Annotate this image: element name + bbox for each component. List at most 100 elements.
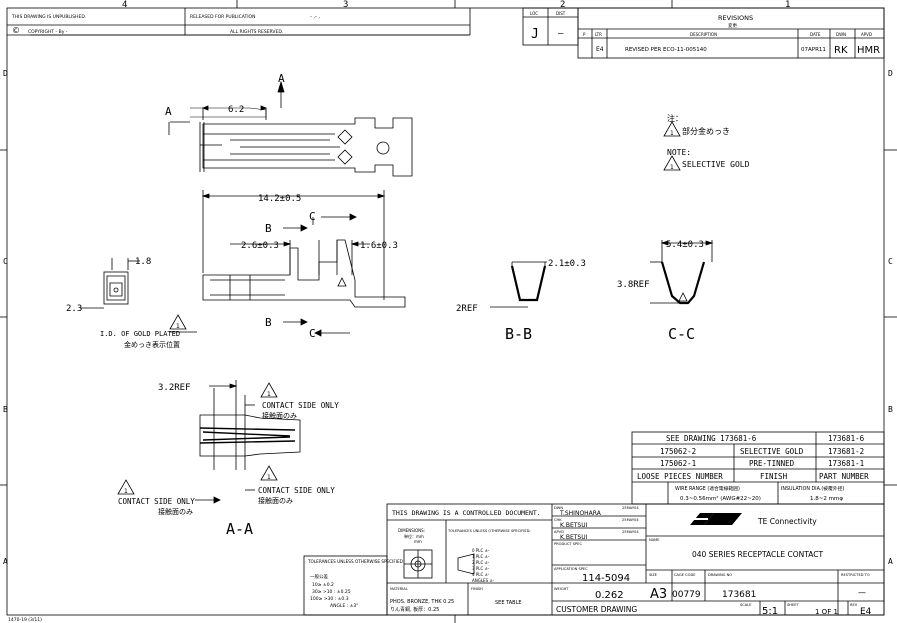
dwgno-value: 173681 [722,590,756,600]
note-cn-head: 注： [667,113,683,123]
revisions-title: REVISIONS [718,14,753,22]
part-name: 040 SERIES RECEPTACLE CONTACT [692,550,823,559]
apvd-label: APVD [554,530,564,534]
contact-side-3-cn: 接触面のみ [158,507,193,516]
tol-row-5: ANGLES ±- [472,578,495,583]
rev-col-apvd: APVD [861,32,872,37]
dim-3-8ref: 3.8REF [617,280,650,290]
insulation-label: INSULATION DIA.(被覆外径) [781,485,844,492]
app-spec-value: 114-5094 [582,573,630,584]
zone-left-b: B [3,405,8,414]
note-tri-5: 1 [267,474,271,481]
tol-row-2: 2 PLC ±- [472,560,490,565]
rev-dwn: RK [834,45,848,56]
dimensions-cn: 単位：mm [404,533,424,539]
note-head: NOTE: [667,148,691,157]
label-b-b: B-B [505,325,532,343]
dim-2ref: 2REF [456,304,478,314]
dwn-label: DWN [554,506,563,510]
parts-row2-finish: PRE-TINNED [749,459,795,468]
note-tri-3: 1 [176,323,180,330]
dim-3-2ref: 3.2REF [158,383,191,393]
dim-1-6: 1.6±0.3 [360,241,398,251]
apvd-date: 25MAY04 [622,530,639,534]
section-c-bottom: C [309,327,316,340]
rev-label: REV [850,603,858,607]
label-a-a: A-A [226,520,253,538]
parts-hdr-part: PART NUMBER [819,472,869,481]
finish-label: FINISH [471,587,483,591]
material-cn: りん青銅, 板厚：0.25 [390,606,439,613]
company-name: TE Connectivity [757,517,817,526]
border-frame [6,7,885,616]
apvd-value: K.BETSUI [560,534,588,541]
note-tri-1: 1 [670,130,674,137]
dim-5-4: 5.4±0.3 [666,240,704,250]
contact-side-1: CONTACT SIDE ONLY [262,401,339,410]
dwn-value: T.SHINOHARA [559,510,602,517]
copyright-symbol: © [12,26,20,35]
product-spec-label: PRODUCT SPEC [554,542,582,546]
rev-col-ltr: LTR [595,32,602,37]
note-cn-text: 部分金めっき [682,126,730,136]
finish-value: SEE TABLE [495,600,522,606]
note-tri-6: 1 [124,488,128,495]
released-value: - ,- , [310,14,320,20]
parts-row1-finish: SELECTIVE GOLD [740,447,804,456]
note-text: SELECTIVE GOLD [682,160,750,169]
unpublished-label: THIS DRAWING IS UNPUBLISHED. [11,14,86,20]
rev-date: 07APR11 [801,47,826,53]
general-tol-row-1: 30≥ >10 : ±0.25 [312,589,351,595]
cage-value: 00779 [672,590,701,600]
chk-label: CHK [554,518,562,522]
parts-row2-pn: 175062-1 [660,459,696,468]
zone-top-4: 4 [122,0,127,10]
restricted-label: RESTRICTED TO [841,573,870,577]
zone-right-d: D [888,69,893,78]
dwn-date: 25MAY04 [622,506,639,510]
gold-plated-label: I.D. OF GOLD PLATED [100,330,180,338]
sheet-value: 1 OF 1 [815,608,838,616]
chk-date: 25MAY04 [622,518,639,522]
name-label: NAME [649,538,660,542]
contact-side-2-cn: 接触面のみ [258,496,293,505]
weight-label: WEIGHT [554,587,569,591]
weight-value: 0.262 [595,590,624,601]
controlled-doc: THIS DRAWING IS A CONTROLLED DOCUMENT. [392,509,541,517]
zone-left-c: C [3,257,8,266]
rev-col-date: DATE [810,32,821,37]
note-tri-2: 1 [670,164,674,171]
zone-right-b: B [888,405,893,414]
general-tol-head: TOLERANCES UNLESS OTHERWISE SPECIFIED [307,559,403,564]
dwgno-label: DRAWING NO [708,573,732,577]
rev-apvd: HMR [857,45,880,56]
dim-2-3: 2.3 [66,304,82,314]
contact-side-3: CONTACT SIDE ONLY [118,497,195,506]
customer-drawing: CUSTOMER DRAWING [556,605,637,614]
parts-hdr-loose: LOOSE PIECES NUMBER [637,472,723,481]
dimensions-unit: mm [414,539,422,544]
zone-right-a: A [888,557,893,566]
loc-value: J [531,27,539,42]
released-label: RELEASED FOR PUBLICATION [190,14,255,20]
scale-value: 5:1 [762,606,778,617]
contact-side-1-cn: 接触面のみ [262,411,297,420]
rights-label: ALL RIGHTS RESERVED. [230,29,283,35]
form-number: 1470-19 (3/11) [8,617,42,623]
parts-row1-part: 173681-2 [828,447,864,456]
dim-2-6: 2.6±0.3 [241,241,279,251]
section-b-bottom: B [265,316,272,329]
rev-desc: REVISED PER ECO-11-005140 [625,47,707,53]
tol-head: TOLERANCES UNLESS OTHERWISE SPECIFIED: [447,529,531,533]
general-tol-row-0: 10≥ ±0.2 [312,582,334,588]
parts-row1-pn: 175062-2 [660,447,696,456]
zone-right-c: C [888,257,893,266]
parts-row2-part: 173681-1 [828,459,864,468]
parts-see-num: 173681-6 [828,434,865,443]
contact-side-2: CONTACT SIDE ONLY [258,486,335,495]
rev-ltr: E4 [596,46,604,53]
size-label: SIZE [649,573,658,577]
section-a-left: A [165,105,172,118]
dim-2-1: 2.1±0.3 [548,259,586,269]
tol-row-0: 0 PLC ±- [472,548,490,553]
